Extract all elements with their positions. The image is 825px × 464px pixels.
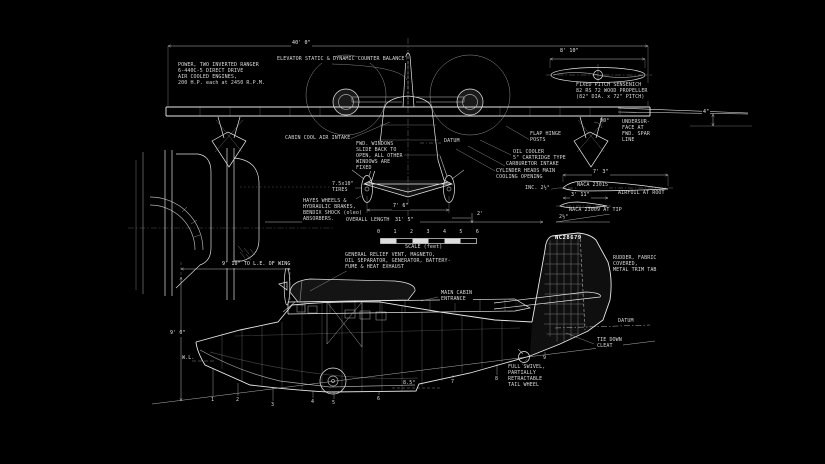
oil-cooler-label: OIL COOLER 5" CARTRIDGE TYPE: [512, 149, 567, 162]
station-number: 1: [211, 397, 215, 403]
tires-label: 7.5x10" TIRES: [331, 181, 355, 194]
propeller-span-dimension: 8' 10": [559, 48, 580, 55]
cabin-air-intake-label: CABIN COOL AIR INTAKE: [284, 135, 352, 142]
scale-tick-6: 6: [475, 229, 479, 235]
propeller-note: FIXED PITCH SENSENICH 82 RS 72 WOOD PROP…: [575, 82, 649, 101]
flap-hinge-label: FLAP HINGE POSTS: [529, 131, 563, 144]
tie-down-label: TIE DOWN CLEAT: [596, 337, 623, 350]
scale-tick-3: 3: [426, 229, 430, 235]
root-chord-dimension: 7' 3": [592, 169, 610, 176]
root-airfoil-label: NACA 23015: [576, 182, 610, 189]
elevator-balance-note: ELEVATOR STATIC & DYNAMIC COUNTER BALANC…: [276, 56, 406, 63]
gear-track-dimension: 7' 6": [392, 203, 410, 210]
waterline-label: W.L.: [182, 355, 195, 361]
tip-airfoil-label: NACA 23009 AT TIP: [568, 207, 623, 214]
fwd-windows-note: FWD. WINDOWS SLIDE BACK TO OPEN, ALL OTH…: [355, 141, 404, 172]
scale-tick-1: 1: [393, 229, 397, 235]
undersurface-note: UNDERSUR- FACE AT FWD. SPAR LINE: [621, 119, 651, 144]
scale-tick-2: 2: [409, 229, 413, 235]
scale-bar-ticks: 0 1 2 3 4 5 6: [377, 230, 479, 235]
station-number: 3: [271, 402, 275, 408]
scale-caption: SCALE (feet): [404, 244, 444, 251]
station-number: 6: [377, 396, 381, 402]
wheels-note: HAYES WHEELS & HYDRAULIC BRAKES, BENDIX …: [302, 198, 364, 223]
front-datum-label: DATUM: [443, 138, 461, 145]
root-airfoil-note: AIRFOIL AT ROOT: [617, 190, 666, 197]
aft-dimension: 2': [476, 211, 485, 218]
float-angle-label: 90°: [600, 118, 610, 124]
wingspan-dimension: 40' 0": [291, 40, 312, 47]
dihedral-label: 2½°: [559, 214, 569, 220]
overall-length-value: 31' 5": [394, 217, 415, 224]
side-view-drawing: [151, 232, 656, 405]
wing-le-dimension: 9' 10" TO L.E. OF WING: [221, 261, 292, 268]
scale-tick-0: 0: [377, 229, 381, 235]
overall-length-label: OVERALL LENGTH: [345, 217, 391, 224]
keel-angle-label: 8.5°: [403, 380, 416, 386]
equipment-note: GENERAL RELIEF VENT, MAGNETO, OIL SEPARA…: [344, 252, 452, 271]
undersurface-dimension: 4": [702, 109, 711, 116]
main-cabin-label: MAIN CABIN ENTRANCE: [440, 290, 474, 303]
registration-number: NC28679: [555, 235, 582, 241]
front-view-drawing: [165, 38, 651, 223]
carburetor-intake-label: CARBURETOR INTAKE: [505, 161, 560, 168]
station-number: 8: [495, 376, 499, 382]
station-number: 5: [332, 400, 336, 406]
station-number: 9: [543, 355, 547, 361]
tail-wheel-note: FULL SWIVEL, PARTIALLY RETRACTABLE TAIL …: [507, 364, 547, 389]
propeller-detail-drawing: [546, 59, 652, 86]
scale-bar: [380, 238, 477, 244]
station-number: 7: [451, 379, 455, 385]
undersurface-detail-drawing: [617, 107, 752, 126]
side-datum-label: DATUM: [617, 318, 635, 325]
tip-chord-dimension: 3' 11": [570, 192, 591, 199]
station-number: 4: [311, 399, 315, 405]
scale-tick-4: 4: [442, 229, 446, 235]
cross-sections-drawing: [128, 148, 335, 300]
rudder-note: RUDDER, FABRIC COVERED, METAL TRIM TAB: [612, 255, 658, 274]
power-note: POWER, TWO INVERTED RANGER 6-440C-5 DIRE…: [177, 62, 267, 87]
incidence-label: INC. 2½°: [524, 185, 551, 192]
scale-tick-5: 5: [459, 229, 463, 235]
station-number: 2: [236, 397, 240, 403]
height-dimension: 9' 0": [169, 330, 187, 337]
cylinder-cooling-label: CYLINDER HEADS MAIN COOLING OPENING: [495, 168, 557, 181]
